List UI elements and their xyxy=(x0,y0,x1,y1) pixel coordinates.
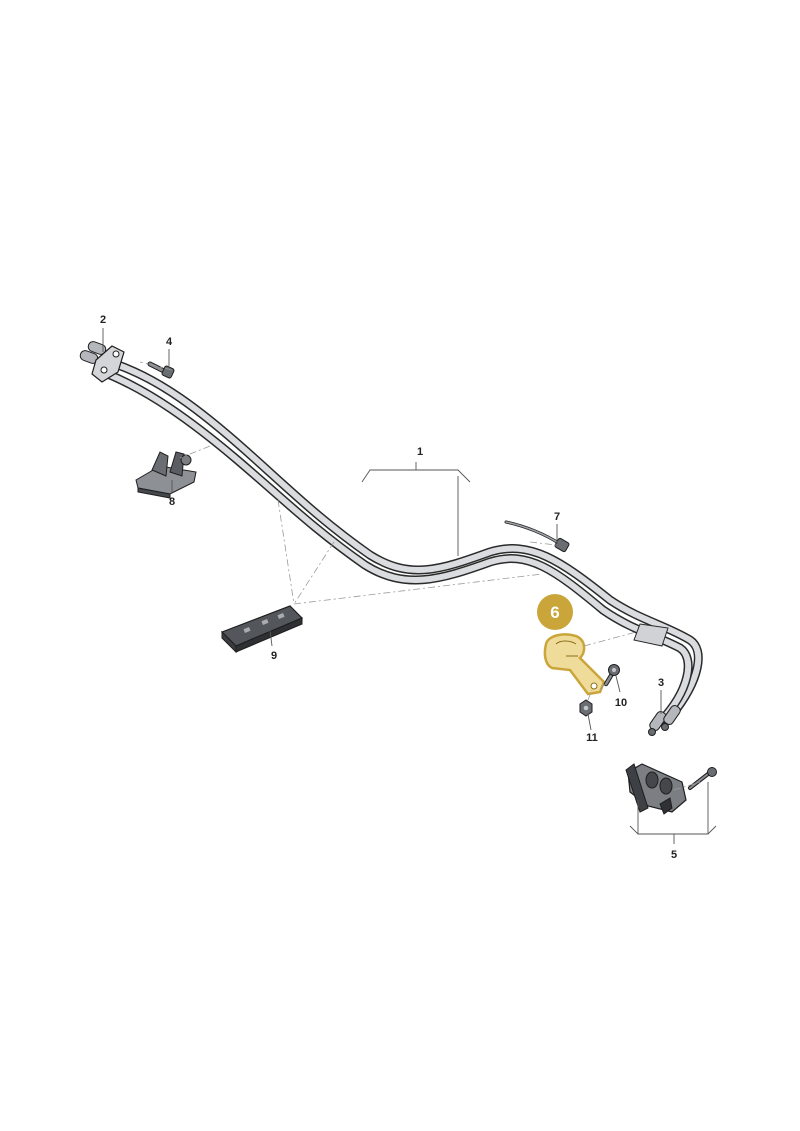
callout-6-circle xyxy=(537,594,573,630)
highlighted-bracket-6[interactable] xyxy=(543,633,606,696)
callout-10: 10 xyxy=(615,697,627,709)
cable-tie-7[interactable] xyxy=(504,520,570,553)
assembly-centerlines xyxy=(139,361,701,791)
callout-4: 4 xyxy=(166,336,173,348)
callout-6-badge[interactable]: 6 xyxy=(537,594,573,630)
base-plate-9[interactable] xyxy=(220,605,304,654)
screw-10[interactable] xyxy=(603,664,620,687)
callout-1: 1 xyxy=(417,446,423,458)
nut-11[interactable] xyxy=(579,699,593,717)
callout-3: 3 xyxy=(658,677,664,689)
callout-2: 2 xyxy=(100,314,106,326)
callout-8: 8 xyxy=(169,496,175,508)
callout-9: 9 xyxy=(271,650,277,662)
callout-7: 7 xyxy=(554,511,560,523)
end-bracket-5[interactable] xyxy=(625,763,717,815)
leader-lines xyxy=(102,328,717,844)
clip-bracket-8[interactable] xyxy=(135,451,197,499)
pipe-end-fittings-3[interactable] xyxy=(648,704,682,736)
callout-6: 6 xyxy=(550,603,559,622)
callout-11: 11 xyxy=(586,732,598,744)
callout-5: 5 xyxy=(671,849,677,861)
flange-connector-left[interactable] xyxy=(79,340,125,383)
pipe-assembly[interactable] xyxy=(105,360,703,727)
